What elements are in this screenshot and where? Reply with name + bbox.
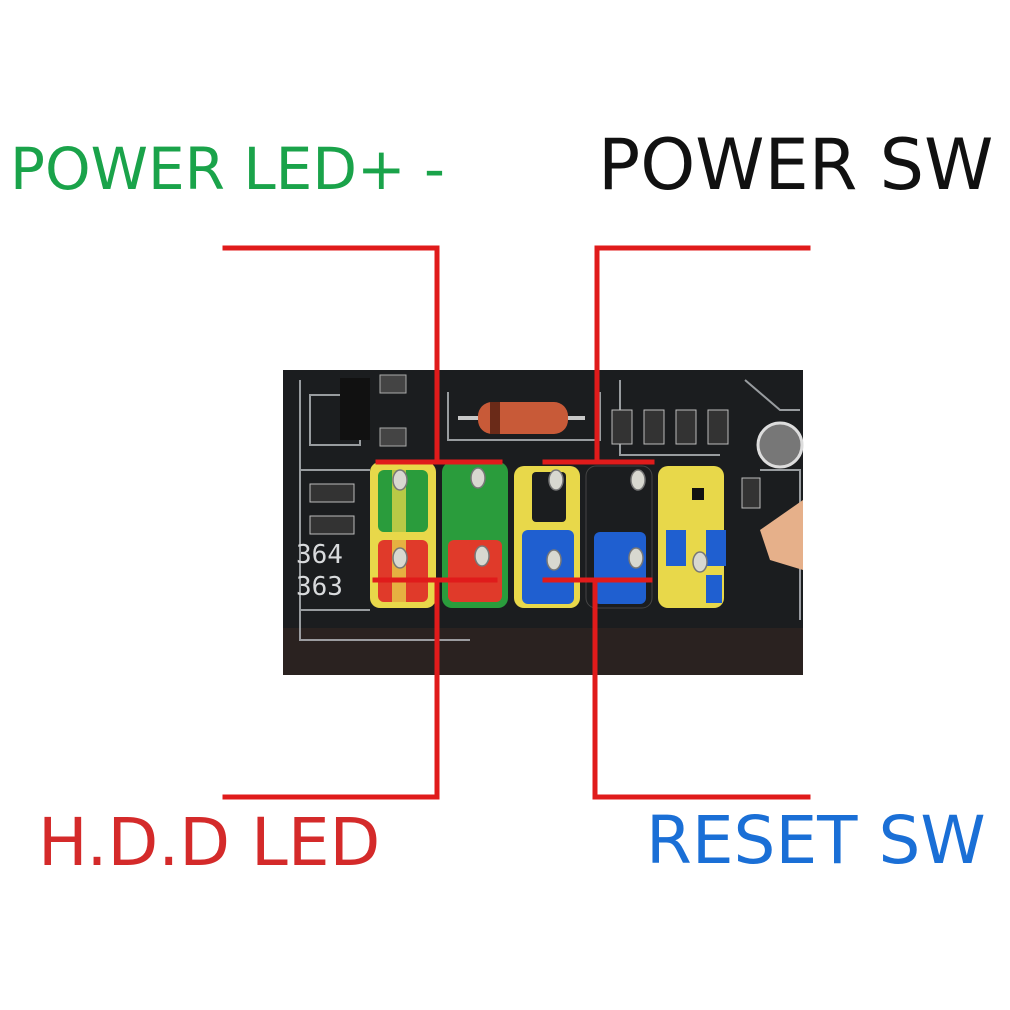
header-pins — [392, 467, 708, 573]
pcb-bottom-edge — [283, 628, 803, 675]
reset-sw-label: RESET SW — [646, 802, 986, 879]
reset-sw-leader — [592, 577, 811, 800]
copper-pad — [760, 500, 803, 570]
capacitor — [756, 421, 804, 469]
diode — [458, 402, 585, 434]
smd-components — [309, 374, 761, 535]
silkscreen-364: 364 — [296, 540, 343, 570]
pin-block-5 — [658, 466, 724, 608]
hdd-led-label: H.D.D LED — [38, 804, 381, 881]
hdd-led-leader — [222, 577, 440, 800]
power-sw-leader — [594, 245, 811, 465]
power-led-leader — [222, 245, 440, 465]
pin-header — [370, 462, 726, 609]
pcb-traces — [299, 379, 801, 641]
leader-lines — [222, 245, 811, 800]
power-sw-label: POWER SW — [598, 124, 994, 206]
silkscreen-363: 363 — [296, 572, 343, 602]
power-led-label: POWER LED+ - — [10, 135, 445, 203]
